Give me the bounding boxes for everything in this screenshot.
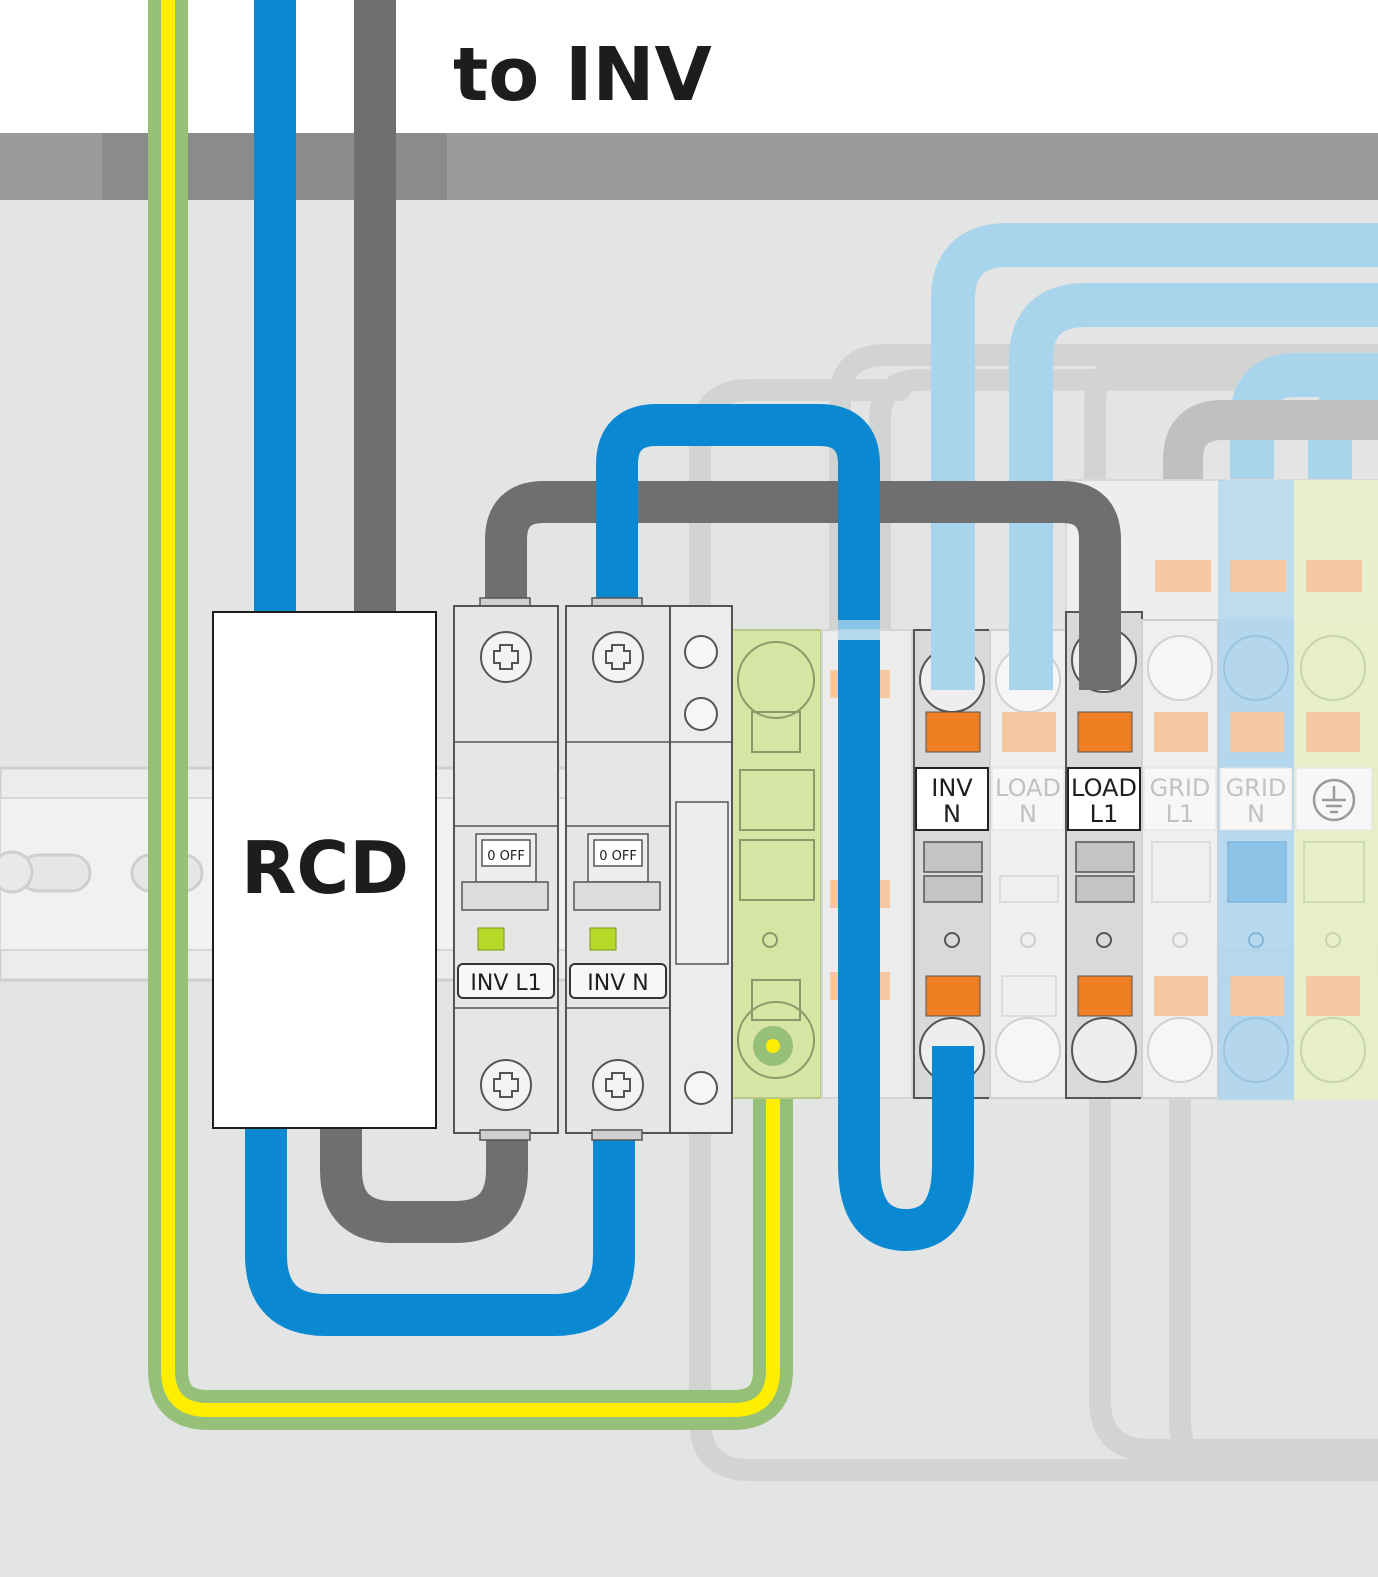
breaker-toggle[interactable]: [593, 839, 643, 867]
terminal-label-line1: LOAD: [1071, 774, 1137, 802]
screw-icon: [480, 631, 532, 683]
auxiliary-module: [669, 605, 733, 1134]
terminal-label-line1: GRID: [1226, 774, 1287, 802]
terminal-grid-l1: [1141, 619, 1219, 1099]
neutral-rcd-to-breaker: [245, 1125, 635, 1336]
breaker-switch-text: 0 OFF: [487, 849, 525, 864]
screw-icon: [592, 1059, 644, 1111]
line-wire-in: [354, 0, 396, 612]
terminal-inv-n: [913, 629, 991, 1099]
terminal-label-line2: N: [1019, 800, 1037, 828]
terminal-label-line1: GRID: [1150, 774, 1211, 802]
breaker-label: INV N: [587, 971, 648, 996]
terminal-label-line2: L1: [1166, 800, 1195, 828]
breaker-inv-l1: 0 OFF INV L1: [453, 597, 559, 1141]
line-bridge-wire: [485, 481, 1121, 690]
breaker-label: INV L1: [470, 971, 541, 996]
terminal-label-line2: L1: [1090, 800, 1119, 828]
earth-ground-icon: [1312, 778, 1356, 822]
terminal-label-line1: INV: [931, 774, 973, 802]
rcd-label: RCD: [241, 826, 409, 910]
terminal-grid-n: [1218, 620, 1294, 1098]
neutral-loop-wire: [838, 640, 974, 1252]
neutral-bridge-wire: [596, 404, 880, 640]
terminal-row: [913, 611, 1378, 1099]
neutral-wire-in: [254, 0, 296, 612]
pe-terminal-block: [730, 629, 822, 1099]
terminal-label-line2: N: [1247, 800, 1265, 828]
terminal-earth: [1294, 620, 1378, 1098]
earth-wire-end-core: [766, 1039, 780, 1053]
rail-screw-icon: [0, 850, 34, 894]
breaker-toggle[interactable]: [481, 839, 531, 867]
terminal-load-n: [989, 629, 1067, 1099]
screw-icon: [592, 631, 644, 683]
breaker-switch-text: 0 OFF: [599, 849, 637, 864]
gray-wiring-upper: [1163, 400, 1378, 520]
terminal-wire-ends: [931, 600, 1121, 1110]
earth-wire-stripe: [161, 0, 780, 1417]
terminal-labels: INV N LOAD N LOAD L1 GRID L1 GRID N: [931, 774, 1286, 828]
line-rcd-to-breaker: [320, 1125, 528, 1243]
header-title: to INV: [453, 32, 712, 118]
screw-icon: [480, 1059, 532, 1111]
rcd-module: RCD: [212, 611, 437, 1129]
terminal-label-line1: LOAD: [995, 774, 1061, 802]
breaker-inv-n: 0 OFF INV N: [565, 597, 671, 1141]
terminal-label-line2: N: [943, 800, 961, 828]
